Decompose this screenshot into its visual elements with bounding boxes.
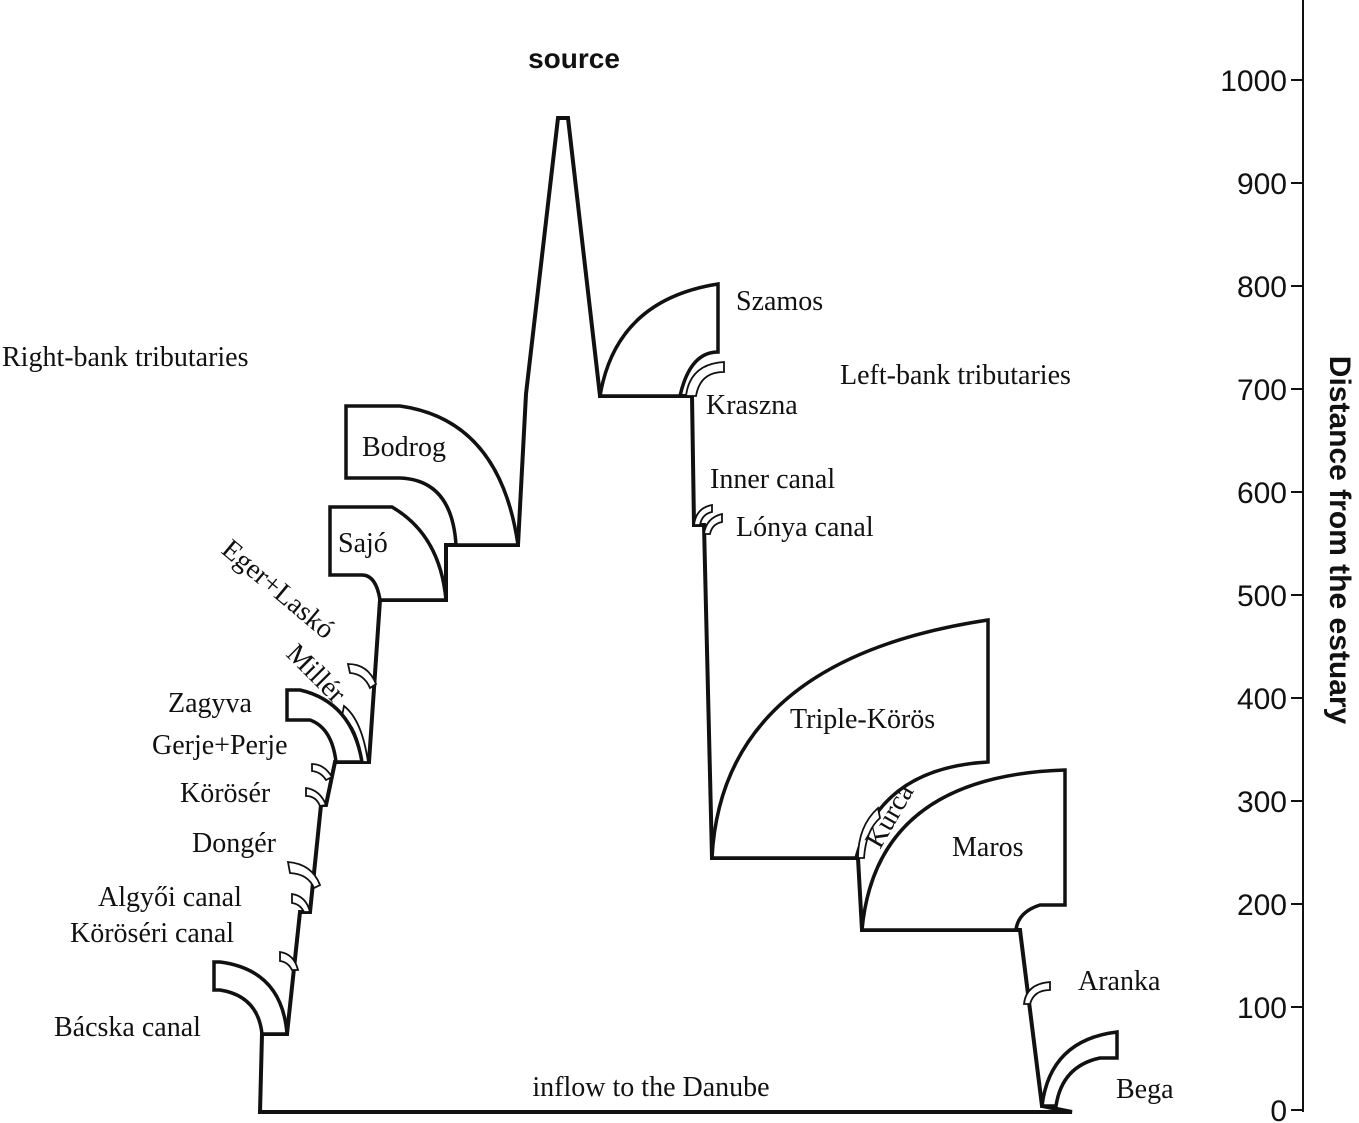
kurca-shape xyxy=(857,806,881,859)
bacska-canal-shape xyxy=(212,960,289,1036)
koroseri-canal-label: Köröséri canal xyxy=(70,918,234,949)
algyoi-canal-label: Algyői canal xyxy=(98,882,242,913)
maros-shape xyxy=(860,768,1067,932)
algyoi-canal-shape xyxy=(291,892,312,913)
bacska-canal-label: Bácska canal xyxy=(54,1012,201,1043)
axis-tick-label: 800 xyxy=(1237,271,1287,304)
inner-canal-label: Inner canal xyxy=(710,464,835,495)
koroseri-canal-shape xyxy=(279,950,300,971)
szamos-shape xyxy=(597,281,720,398)
eger-lasko-shape xyxy=(346,663,378,690)
right-bank-heading: Right-bank tributaries xyxy=(2,342,249,373)
sajo-shape xyxy=(328,505,448,602)
zagyva-label: Zagyva xyxy=(168,688,253,719)
kraszna-shape xyxy=(684,361,725,397)
triple-koros-shape xyxy=(710,617,990,860)
gerje-perje-shape xyxy=(311,763,334,782)
axis-tick-label: 600 xyxy=(1237,477,1287,510)
eger-lasko-label: Eger+Laskó xyxy=(216,534,341,646)
axis-tick-label: 700 xyxy=(1237,374,1287,407)
szamos-label: Szamos xyxy=(736,286,823,317)
axis-title: Distance from the estuary xyxy=(1323,356,1356,725)
axis-ticks: 0 100 200 300 400 500 600 700 800 900 1000 xyxy=(1220,65,1303,1123)
lonya-canal-shape xyxy=(702,512,723,535)
axis-tick-label: 300 xyxy=(1237,786,1287,819)
bega-label: Bega xyxy=(1116,1074,1174,1105)
axis-tick-label: 500 xyxy=(1237,580,1287,613)
danube-inflow-label: inflow to the Danube xyxy=(532,1072,769,1103)
koroser-shape xyxy=(305,786,328,808)
maros-label: Maros xyxy=(952,832,1024,863)
donger-label: Dongér xyxy=(192,828,277,859)
inner-canal-shape xyxy=(692,503,713,526)
axis-tick-label: 200 xyxy=(1237,889,1287,922)
gerje-perje-label: Gerje+Perje xyxy=(152,730,288,761)
lonya-canal-label: Lónya canal xyxy=(736,512,874,543)
axis-tick-label: 0 xyxy=(1270,1095,1287,1123)
aranka-shape xyxy=(1023,981,1051,1005)
source-label: source xyxy=(528,43,620,74)
main-river-profile xyxy=(257,116,1073,1114)
bodrog-shape xyxy=(344,404,521,547)
axis-tick-label: 400 xyxy=(1237,683,1287,716)
triple-koros-label: Triple-Körös xyxy=(790,704,935,735)
bodrog-label: Bodrog xyxy=(362,432,446,463)
koroser-label: Körösér xyxy=(180,778,271,809)
axis-tick-label: 900 xyxy=(1237,168,1287,201)
distance-axis: 0 100 200 300 400 500 600 700 800 900 1000 Distanc… xyxy=(1220,0,1356,1123)
left-bank-heading: Left-bank tributaries xyxy=(840,360,1071,391)
sajo-label: Sajó xyxy=(338,528,388,559)
donger-shape xyxy=(286,861,322,890)
axis-tick-label: 100 xyxy=(1237,992,1287,1025)
zagyva-shape xyxy=(285,688,365,764)
axis-tick-label: 1000 xyxy=(1220,65,1287,98)
bega-shape xyxy=(1040,1030,1119,1108)
kraszna-label: Kraszna xyxy=(706,390,798,421)
aranka-label: Aranka xyxy=(1078,966,1161,997)
